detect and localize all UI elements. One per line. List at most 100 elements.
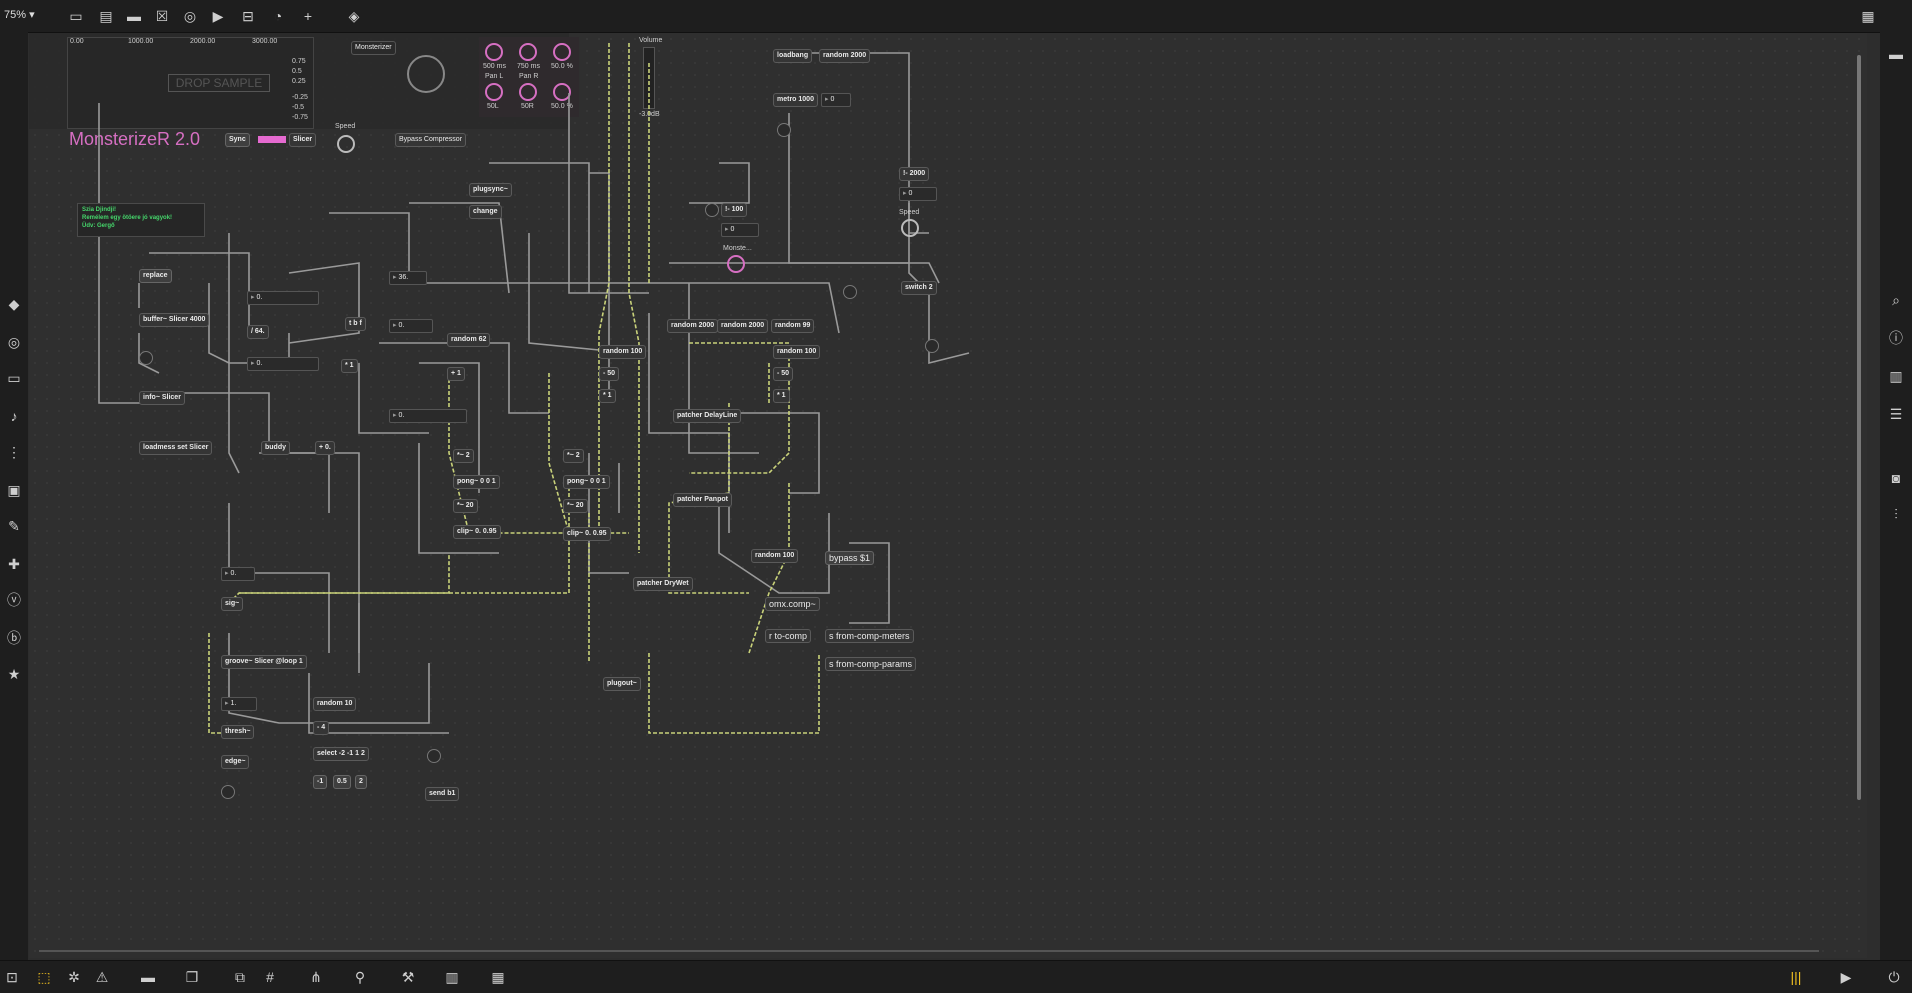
random-object[interactable]: random 2000 <box>819 49 871 63</box>
freeze-icon[interactable]: ✲ <box>68 969 80 985</box>
paint-bucket-icon[interactable]: ◈ <box>348 8 360 24</box>
lock-icon[interactable]: ⊡ <box>6 969 18 985</box>
audio-on-icon[interactable]: ▶ <box>1840 969 1852 985</box>
receive-to-comp[interactable]: r to-comp <box>765 629 812 643</box>
plugout-object[interactable]: plugout~ <box>603 677 641 691</box>
feedback-knob[interactable] <box>553 43 571 61</box>
multiply-object[interactable]: * 1 <box>599 389 616 403</box>
delay-time-knob[interactable] <box>485 43 503 61</box>
subtract-object[interactable]: - 50 <box>773 367 794 381</box>
mix-knob[interactable] <box>553 83 571 101</box>
bang-button[interactable] <box>139 351 153 365</box>
b-icon[interactable]: ⓑ <box>7 630 21 646</box>
pan-right-knob[interactable] <box>519 83 537 101</box>
multiply-object[interactable]: * 1 <box>341 359 358 373</box>
number-icon[interactable]: ▶ <box>212 8 224 24</box>
packages-icon[interactable]: ◆ <box>8 296 20 312</box>
keyboard-icon[interactable]: ▦ <box>491 969 505 985</box>
number-box[interactable]: 0. <box>221 567 255 581</box>
random-object[interactable]: random 10 <box>313 697 357 711</box>
speed-small-dial[interactable] <box>901 219 919 237</box>
multiply-object[interactable]: * 1 <box>773 389 790 403</box>
monsterizer-small-dial[interactable] <box>727 255 745 273</box>
bypass-message[interactable]: bypass $1 <box>825 551 875 565</box>
message-box[interactable]: 2 <box>355 775 367 789</box>
number-box[interactable]: 0 <box>899 187 937 201</box>
v-icon[interactable]: ⓥ <box>7 592 21 608</box>
buddy-object[interactable]: buddy <box>261 441 290 455</box>
number-box[interactable]: 0. <box>247 291 319 305</box>
number-box[interactable]: 1. <box>221 697 257 711</box>
comment-icon[interactable]: ▬ <box>127 8 141 24</box>
thresh-object[interactable]: thresh~ <box>221 725 255 739</box>
number-box[interactable]: 0. <box>247 357 319 371</box>
buffer-object[interactable]: buffer~ Slicer 4000 <box>139 313 210 327</box>
clip-object[interactable]: clip~ 0. 0.95 <box>453 525 501 539</box>
cord-icon[interactable]: ⚲ <box>354 969 366 985</box>
speed-dial[interactable] <box>337 135 355 153</box>
bang-button[interactable] <box>777 123 791 137</box>
button-icon[interactable]: ☒ <box>155 8 169 24</box>
patcher-delayline[interactable]: patcher DelayLine <box>673 409 742 423</box>
search-icon[interactable]: ⌕ <box>1892 292 1900 308</box>
loadmess-object[interactable]: loadmess set Slicer <box>139 441 213 455</box>
groove-object[interactable]: groove~ Slicer @loop 1 <box>221 655 307 669</box>
target-icon[interactable]: ◎ <box>7 334 21 350</box>
patch-canvas[interactable]: 0.00 1000.00 2000.00 3000.00 0.75 0.5 0.… <box>29 33 1867 958</box>
send-from-comp-meters[interactable]: s from-comp-meters <box>825 629 914 643</box>
multiply-signal-object[interactable]: *~ 2 <box>563 449 584 463</box>
presentation-icon[interactable]: ▭ <box>69 8 83 24</box>
sliders-icon[interactable]: ⫶ <box>1894 506 1898 522</box>
vertical-scrollbar[interactable] <box>1857 55 1861 800</box>
number-box[interactable]: 0 <box>821 93 851 107</box>
layers-icon[interactable]: ⧉ <box>235 969 245 985</box>
sequence-icon[interactable]: ⋮ <box>7 444 21 460</box>
number-box[interactable]: 0. <box>389 409 467 423</box>
replace-message[interactable]: replace <box>139 269 172 283</box>
meter-icon[interactable]: ||| <box>1790 969 1802 985</box>
grid-icon[interactable]: # <box>266 969 274 985</box>
random-object[interactable]: random 100 <box>773 345 821 359</box>
hierarchy-icon[interactable]: ⋔ <box>310 969 322 985</box>
dial-icon[interactable]: ◔ <box>273 8 283 24</box>
add-object[interactable]: + 1 <box>447 367 465 381</box>
device-icon[interactable]: ▭ <box>7 370 21 386</box>
send-from-comp-params[interactable]: s from-comp-params <box>825 657 917 671</box>
multiply-signal-object[interactable]: *~ 20 <box>453 499 478 513</box>
bang-button[interactable] <box>705 203 719 217</box>
list-icon[interactable]: ☰ <box>1889 406 1903 422</box>
random-object[interactable]: random 2000 <box>717 319 769 333</box>
grid-menu-icon[interactable]: ▦ <box>1861 8 1875 24</box>
multiply-signal-object[interactable]: *~ 2 <box>453 449 474 463</box>
random-object[interactable]: random 100 <box>599 345 647 359</box>
object-icon[interactable]: ▤ <box>99 8 113 24</box>
change-object[interactable]: change <box>469 205 502 219</box>
puzzle-icon[interactable]: ✚ <box>8 556 20 572</box>
switch-object[interactable]: switch 2 <box>901 281 937 295</box>
camera-icon[interactable]: ◙ <box>1891 470 1901 486</box>
slider-icon[interactable]: ⊟ <box>242 8 254 24</box>
message-box[interactable]: 0.5 <box>333 775 351 789</box>
send-object[interactable]: send b1 <box>425 787 460 801</box>
sig-object[interactable]: sig~ <box>221 597 244 611</box>
folder-icon[interactable]: ▬ <box>1889 46 1903 62</box>
delay-time-knob[interactable] <box>519 43 537 61</box>
waveform-display[interactable]: 0.00 1000.00 2000.00 3000.00 0.75 0.5 0.… <box>67 37 314 129</box>
loadbang-object[interactable]: loadbang <box>773 49 813 63</box>
plugsync-object[interactable]: plugsync~ <box>469 183 512 197</box>
wrench-icon[interactable]: ⚒ <box>401 969 415 985</box>
message-box[interactable]: -1 <box>313 775 328 789</box>
clip-object[interactable]: clip~ 0. 0.95 <box>563 527 611 541</box>
add-icon[interactable]: + <box>303 8 313 24</box>
bang-button[interactable] <box>427 749 441 763</box>
not-equal-object[interactable]: !- 100 <box>721 203 748 217</box>
number-box[interactable]: 0 <box>721 223 759 237</box>
windows-icon[interactable]: ❐ <box>185 969 199 985</box>
warning-icon[interactable]: ⚠ <box>95 969 109 985</box>
pong-object[interactable]: pong~ 0 0 1 <box>563 475 610 489</box>
info-icon[interactable]: ⓘ <box>1889 330 1903 346</box>
omx-comp-object[interactable]: omx.comp~ <box>765 597 820 611</box>
bang-button[interactable] <box>221 785 235 799</box>
drop-sample-area[interactable]: DROP SAMPLE <box>168 74 270 92</box>
metro-object[interactable]: metro 1000 <box>773 93 818 107</box>
